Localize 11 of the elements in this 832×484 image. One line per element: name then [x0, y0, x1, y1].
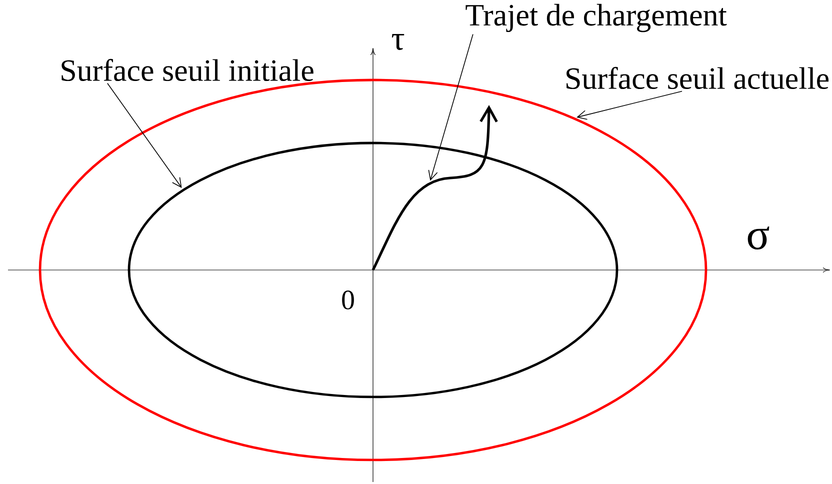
leader-line	[576, 90, 682, 120]
axis-label: 0	[342, 290, 354, 310]
leader-line	[428, 34, 474, 181]
leader-line	[107, 82, 182, 188]
loading-path-arrow	[372, 104, 498, 271]
callout-label: Trajet de chargement	[466, 4, 727, 32]
axis-label: σ	[748, 226, 770, 250]
callout-label: Surface seuil actuelle	[566, 66, 829, 90]
axis-label: τ	[392, 34, 404, 50]
yield-surface-ellipse	[128, 142, 618, 398]
callout-label: Surface seuil initiale	[62, 58, 314, 82]
